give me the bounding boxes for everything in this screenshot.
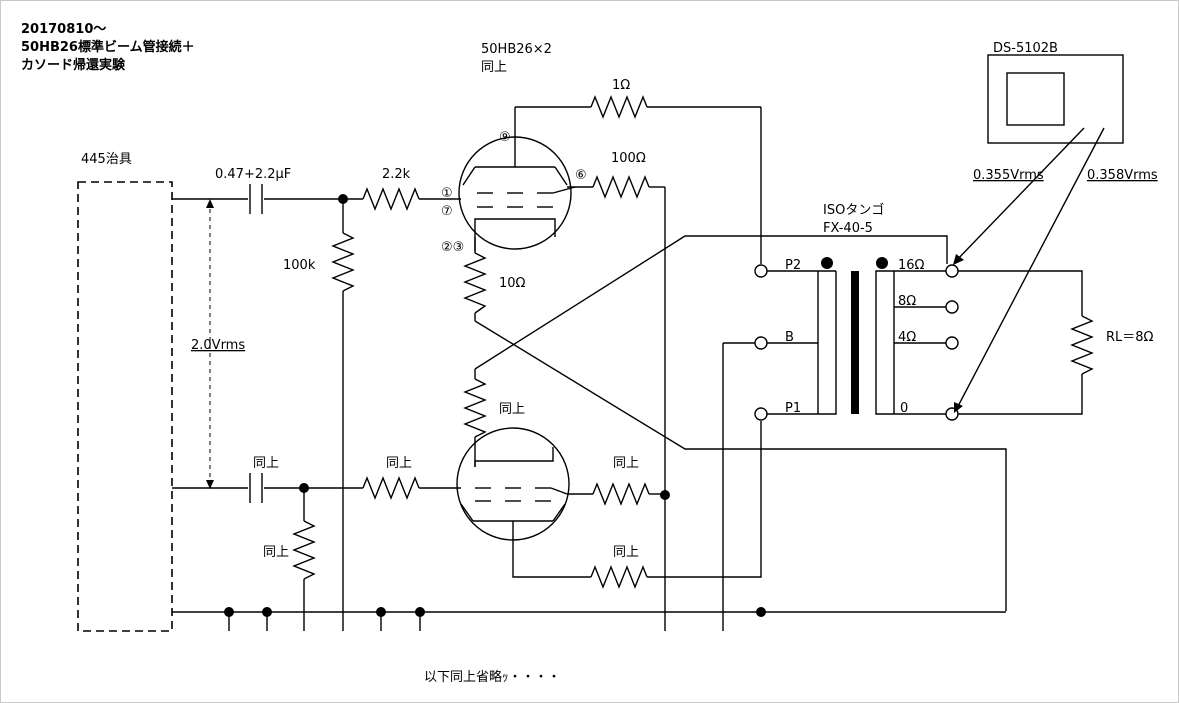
upper-input-wires xyxy=(172,198,461,631)
load-wires xyxy=(958,270,1083,415)
pin-7-label: ⑦ xyxy=(441,204,453,219)
upper-feedback-wires xyxy=(514,106,762,631)
probe-line-1 xyxy=(953,127,1085,264)
junction-dot xyxy=(224,607,234,617)
terminal-b xyxy=(754,336,768,350)
upper-coupling-capacitor xyxy=(249,184,263,214)
lower-grid-resistor-label: 同上 xyxy=(386,456,412,471)
lower-grid-resistor xyxy=(362,476,420,500)
load-resistor-label: RL＝8Ω xyxy=(1106,330,1154,345)
probe-line-2 xyxy=(955,127,1105,411)
junction-dot xyxy=(756,607,766,617)
measurement-1-label: 0.355Vrms xyxy=(973,168,1044,183)
ground-bus xyxy=(172,342,1006,631)
header-title: 50HB26標準ビーム管接続＋ xyxy=(21,39,195,55)
terminal-8ohm xyxy=(945,300,959,314)
lower-leak-resistor-label: 同上 xyxy=(263,545,289,560)
header-date: 20170810～ xyxy=(21,22,106,37)
tap-4-label: 4Ω xyxy=(898,330,916,345)
lower-feedback-resistor xyxy=(590,565,648,589)
upper-cathode-resistor xyxy=(463,252,487,314)
tap-p2-label: P2 xyxy=(785,258,801,273)
junction-dot xyxy=(660,490,670,500)
pin-2-3-label: ②③ xyxy=(441,240,464,255)
lower-screen-resistor xyxy=(592,482,650,506)
cross-feedback-wire-b xyxy=(474,235,948,370)
tube-type-same-label: 同上 xyxy=(481,60,507,75)
load-resistor xyxy=(1070,315,1094,375)
upper-grid-resistor xyxy=(362,187,420,211)
scope-label: DS-5102B xyxy=(993,41,1058,56)
cathode-resistor-label: 10Ω xyxy=(499,276,526,291)
primary-phase-dot xyxy=(821,257,833,269)
measurement-2-label: 0.358Vrms xyxy=(1087,168,1158,183)
upper-grid-leak-resistor xyxy=(331,232,355,292)
secondary-phase-dot xyxy=(876,257,888,269)
lower-cap-label: 同上 xyxy=(253,456,279,471)
junction-dot xyxy=(299,483,309,493)
probe-arrowhead-2 xyxy=(954,402,963,413)
oscilloscope xyxy=(987,54,1124,144)
lower-grid-leak-resistor xyxy=(292,520,316,580)
junction-dot xyxy=(338,194,348,204)
junction-dot xyxy=(262,607,272,617)
footer-note: 以下同上省略ｯ・・・・ xyxy=(424,669,561,685)
lower-cathode-resistor-label: 同上 xyxy=(499,402,525,417)
lower-output-wires xyxy=(512,421,762,578)
grid-resistor-label: 2.2k xyxy=(382,167,411,182)
junction-dot xyxy=(415,607,425,617)
lower-cathode-resistor xyxy=(463,378,487,438)
coupling-cap-label: 0.47+2.2μF xyxy=(215,167,291,182)
input-level-label: 2.0Vrms xyxy=(191,338,245,353)
pin-1-label: ① xyxy=(441,186,453,201)
lower-input-wires xyxy=(172,487,461,631)
arrowhead-up xyxy=(206,199,214,208)
header-subtitle: カソード帰還実験 xyxy=(21,57,126,73)
tap-0-label: 0 xyxy=(900,401,908,416)
grid-leak-resistor-label: 100k xyxy=(283,258,316,273)
feedback-resistor-label: 1Ω xyxy=(612,78,630,93)
terminal-p2 xyxy=(754,264,768,278)
jig-label: 445治具 xyxy=(81,152,132,167)
arrowhead-down xyxy=(206,480,214,489)
transformer-model-label: FX-40-5 xyxy=(823,221,873,236)
tap-b-label: B xyxy=(785,330,794,345)
upper-tube xyxy=(458,113,576,251)
scope-screen xyxy=(1006,72,1065,126)
lower-feedback-resistor-label: 同上 xyxy=(613,545,639,560)
upper-screen-resistor xyxy=(592,175,650,199)
junction-dot xyxy=(376,607,386,617)
tap-16-label: 16Ω xyxy=(898,258,925,273)
terminal-p1 xyxy=(754,407,768,421)
tap-8-label: 8Ω xyxy=(898,294,916,309)
lower-tube xyxy=(456,427,570,541)
input-jig-box xyxy=(77,181,173,632)
tap-p1-label: P1 xyxy=(785,401,801,416)
transformer-name-label: ISOタンゴ xyxy=(823,202,884,218)
terminal-4ohm xyxy=(945,336,959,350)
lower-screen-resistor-label: 同上 xyxy=(613,456,639,471)
cross-feedback-wire-a xyxy=(474,320,1007,611)
tube-type-label: 50HB26×2 xyxy=(481,42,552,57)
upper-feedback-resistor xyxy=(590,95,648,119)
probe-arrowhead-1 xyxy=(953,254,964,265)
output-transformer xyxy=(767,270,947,415)
lower-coupling-capacitor xyxy=(249,473,263,503)
transformer-core xyxy=(851,271,859,414)
terminal-16ohm xyxy=(945,264,959,278)
screen-resistor-label: 100Ω xyxy=(611,151,646,166)
pin-6-label: ⑥ xyxy=(575,168,587,183)
